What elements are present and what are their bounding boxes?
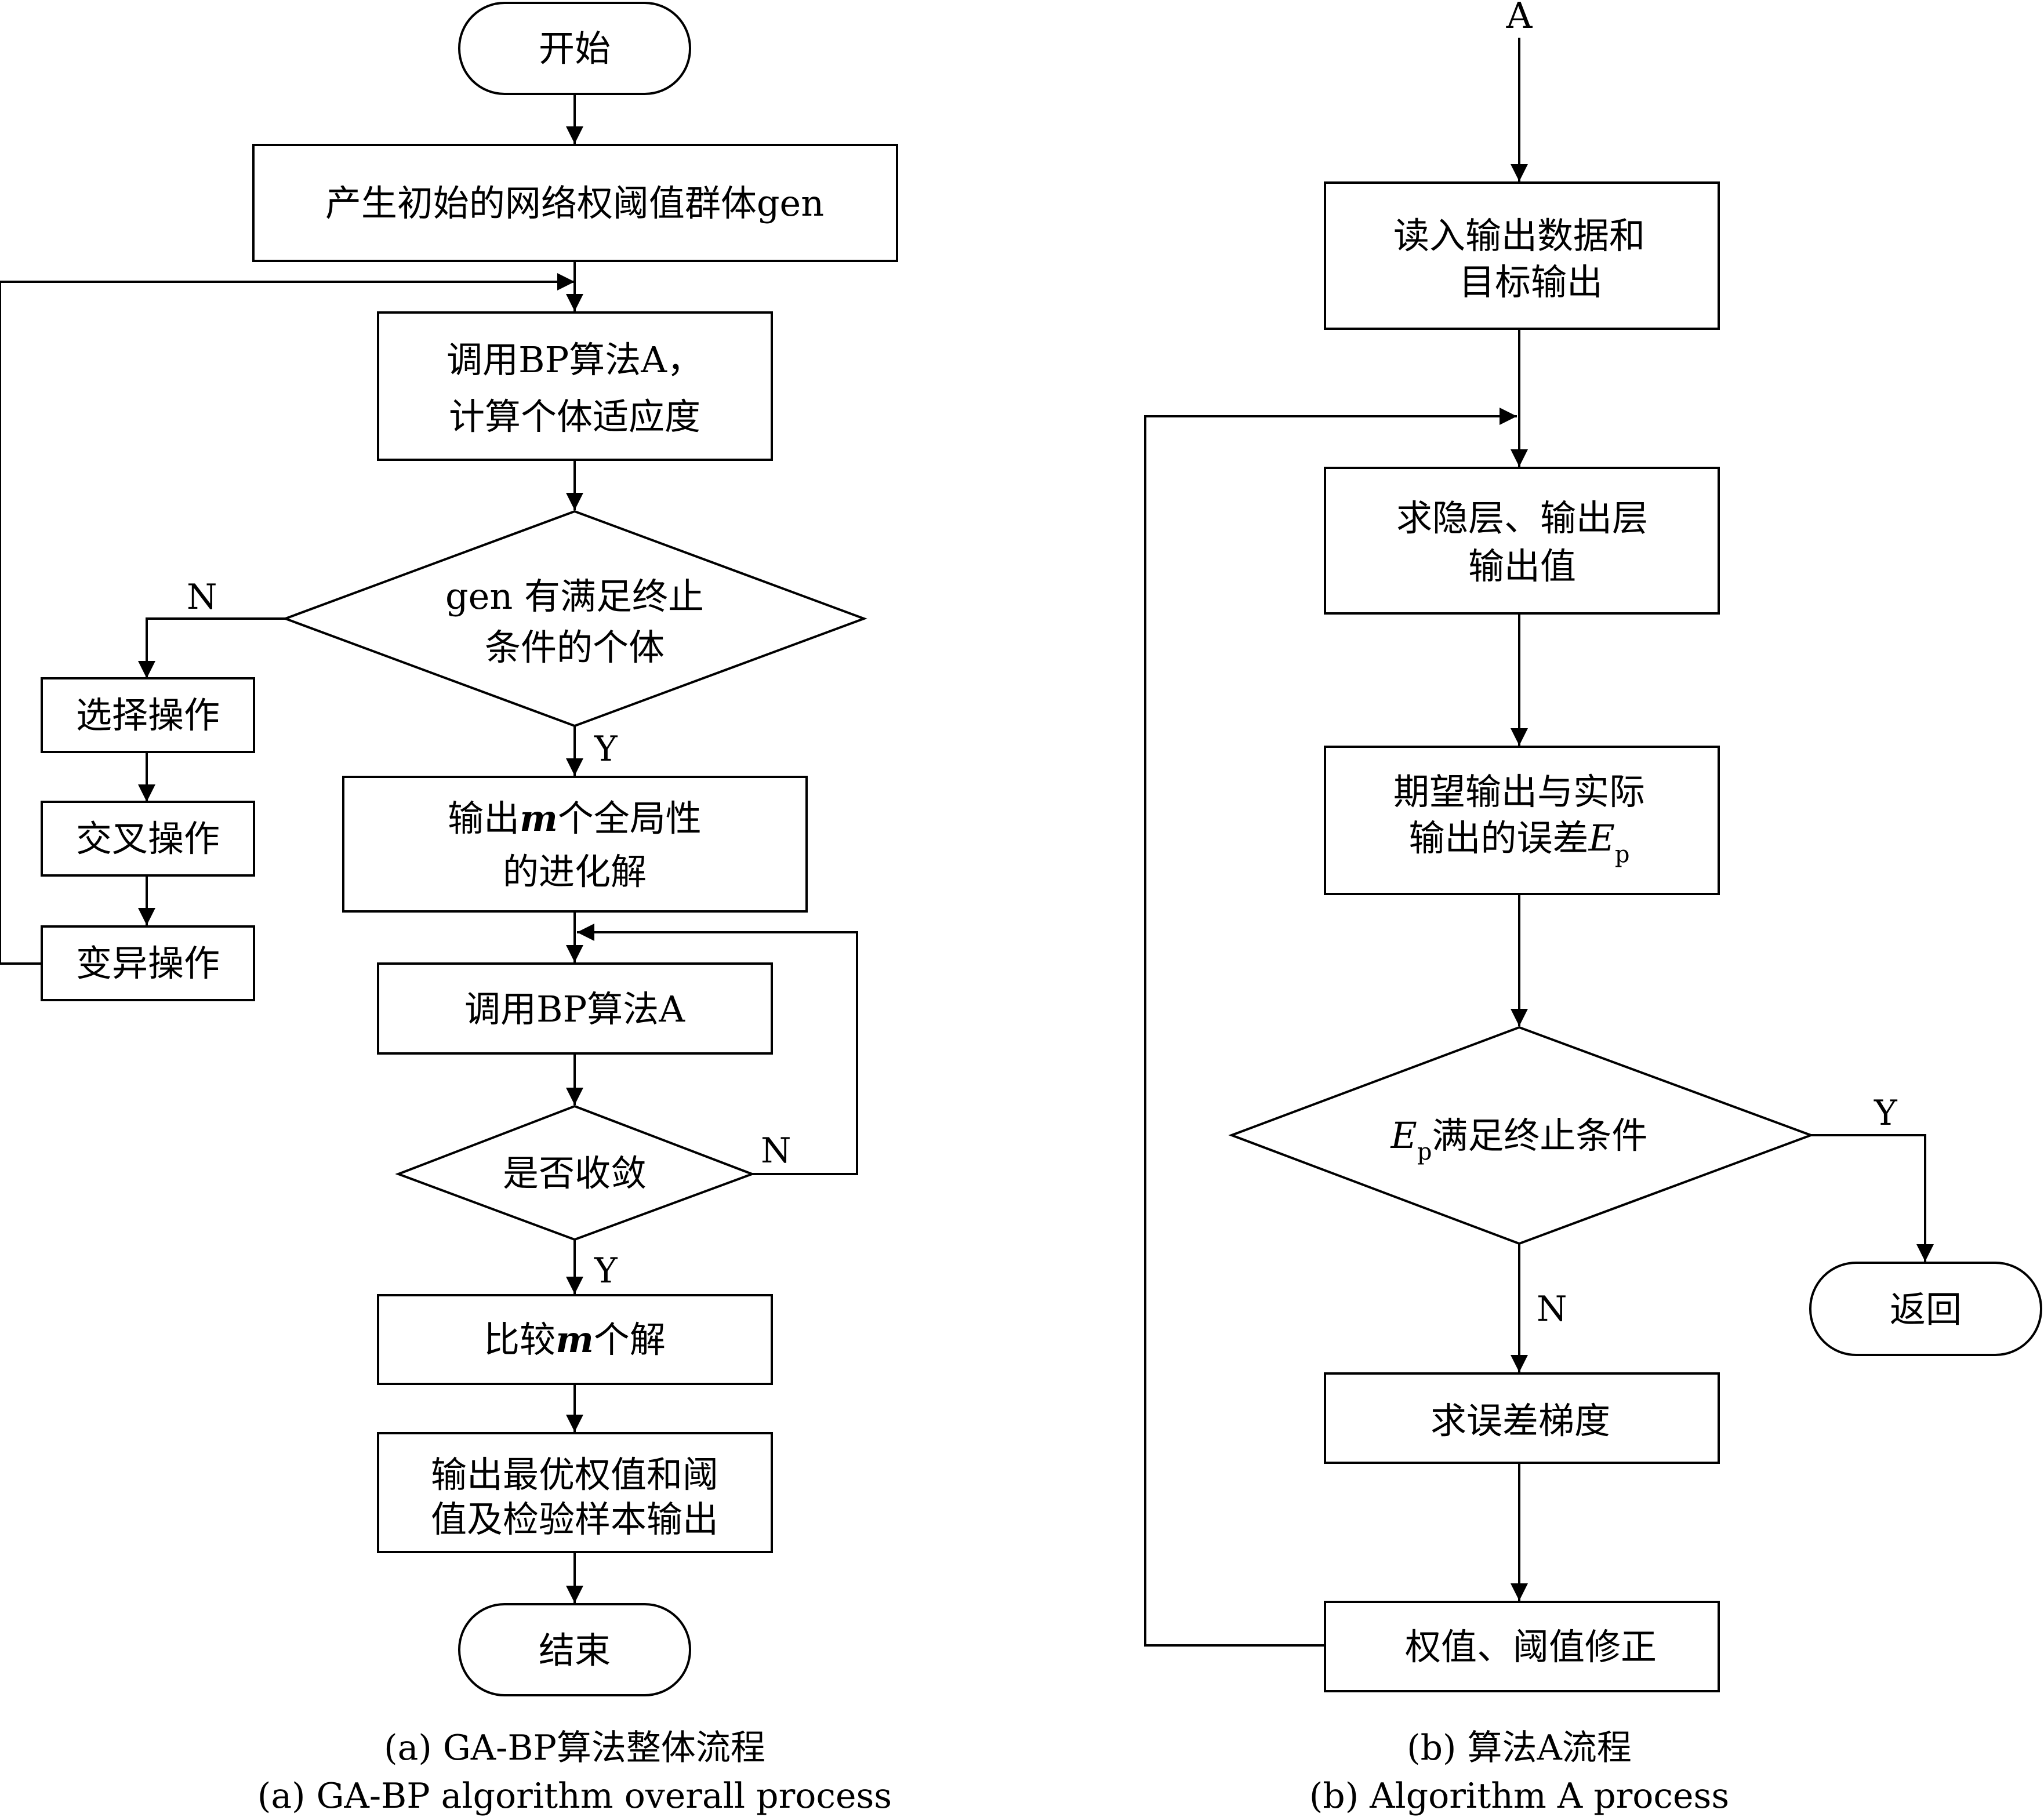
output-best-label-1: 输出最优权值和阈 <box>431 1453 718 1496</box>
caption-a-chinese: (a) GA-BP算法整体流程 <box>384 1728 765 1768</box>
selection-label: 选择操作 <box>76 694 220 736</box>
hidden-output-label-1: 求隐层、输出层 <box>1396 497 1648 539</box>
end-label: 结束 <box>539 1629 611 1671</box>
gradient-label: 求误差梯度 <box>1431 1400 1610 1442</box>
termination-label-1: gen 有满足终止 <box>445 575 704 617</box>
error-check-label: Ep满足终止条件 <box>1390 1114 1648 1165</box>
caption-b-chinese: (b) 算法A流程 <box>1407 1728 1632 1768</box>
error-box <box>1324 746 1720 895</box>
error-check-diamond <box>1228 1026 1814 1245</box>
read-data-box <box>1324 181 1720 330</box>
gradient-box <box>1324 1372 1720 1464</box>
caption-b-english: (b) Algorithm A process <box>1309 1776 1729 1816</box>
call-bp-box <box>377 962 773 1055</box>
termination-label-2: 条件的个体 <box>485 626 665 668</box>
convergence-diamond <box>395 1104 756 1241</box>
mutation-label: 变异操作 <box>76 942 220 984</box>
entry-a-label: A <box>1506 0 1533 37</box>
error-check-n-label: N <box>1537 1289 1567 1329</box>
convergence-n-label: N <box>761 1131 792 1171</box>
output-solutions-label-2: 的进化解 <box>503 851 647 893</box>
mutation-box <box>41 925 255 1001</box>
output-solutions-box <box>342 776 808 913</box>
fitness-box <box>377 311 773 461</box>
call-bp-label: 调用BP算法A <box>464 988 685 1030</box>
end-terminal <box>458 1603 691 1696</box>
read-data-label-1: 读入输出数据和 <box>1393 215 1645 257</box>
termination-diamond <box>282 510 867 728</box>
right-connectors <box>1144 38 1934 1647</box>
error-label-1: 期望输出与实际 <box>1393 771 1645 813</box>
output-solutions-label-1: 输出m个全局性 <box>448 797 702 840</box>
crossover-label: 交叉操作 <box>76 817 220 860</box>
caption-a-english: (a) GA-BP algorithm overall process <box>257 1776 892 1816</box>
hidden-output-label-2: 输出值 <box>1468 545 1576 587</box>
fitness-label-2: 计算个体适应度 <box>449 395 700 438</box>
termination-n-label: N <box>187 577 217 617</box>
output-best-label-2: 值及检验样本输出 <box>431 1498 718 1540</box>
read-data-label-2: 目标输出 <box>1459 261 1603 303</box>
weight-update-label: 权值、阈值修正 <box>1405 1626 1657 1668</box>
error-label-2: 输出的误差Ep <box>1409 817 1630 868</box>
return-terminal <box>1809 1262 2042 1356</box>
left-connectors <box>0 94 858 1603</box>
selection-box <box>41 677 255 753</box>
start-label: 开始 <box>539 27 611 70</box>
fitness-label-1: 调用BP算法A， <box>446 339 703 381</box>
termination-y-label: Y <box>594 729 618 769</box>
weight-update-box <box>1324 1601 1720 1692</box>
error-check-y-label: Y <box>1874 1093 1898 1133</box>
convergence-label: 是否收敛 <box>503 1152 647 1194</box>
init-population-box <box>252 144 898 262</box>
output-best-box <box>377 1432 773 1553</box>
crossover-box <box>41 801 255 877</box>
convergence-y-label: Y <box>594 1251 618 1291</box>
init-label: 产生初始的网络权阈值群体gen <box>325 182 824 224</box>
hidden-output-box <box>1324 467 1720 615</box>
compare-label: 比较m个解 <box>484 1318 666 1361</box>
start-terminal <box>458 2 691 95</box>
return-label: 返回 <box>1890 1288 1962 1331</box>
compare-box <box>377 1294 773 1385</box>
